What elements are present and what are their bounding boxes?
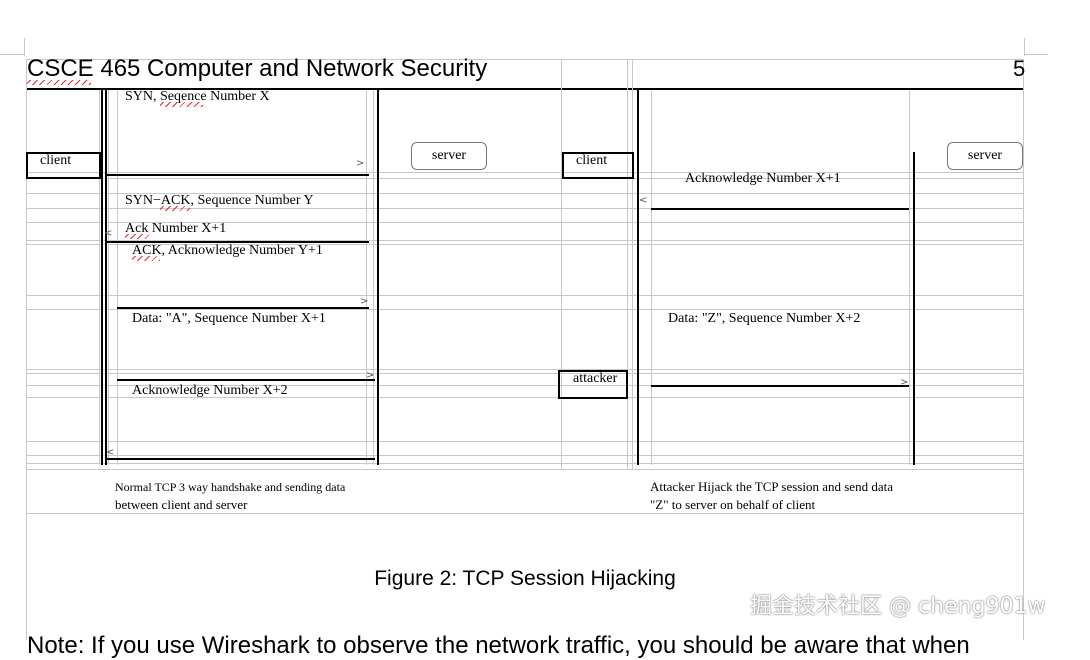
grid-h-3	[26, 193, 1024, 194]
page-corner-top-right	[1024, 54, 1048, 55]
spellcheck-underline-ack	[125, 234, 149, 239]
right-client-box: client	[562, 152, 634, 179]
grid-h-15	[26, 455, 1024, 456]
frame-mid-1	[561, 60, 562, 470]
right-server-box: server	[947, 142, 1023, 170]
header-rule	[26, 88, 1024, 90]
frame-left-lane-2	[108, 90, 109, 465]
arrowhead-left-icon: <	[104, 228, 113, 239]
right-msg-data-z-arrow	[651, 385, 909, 387]
header-top-line	[26, 59, 1024, 60]
msg-data-a-arrow	[117, 379, 375, 381]
left-server-box: server	[411, 142, 487, 170]
grid-h-4	[26, 208, 1024, 209]
page-corner-top-left	[0, 54, 24, 55]
attacker-box: attacker	[558, 370, 628, 399]
frame-left-lane-4	[366, 90, 367, 465]
right-server-lifeline	[913, 152, 915, 465]
arrowhead-right-icon: >	[366, 370, 375, 381]
msg-synack-arrow	[107, 241, 369, 243]
caption-box-top	[26, 469, 1024, 470]
frame-left	[26, 60, 27, 640]
page-corner-top-right-v	[1024, 38, 1025, 56]
grid-h-2	[26, 178, 1024, 179]
frame-right-lane-1	[651, 90, 652, 465]
left-client-box: client	[26, 152, 101, 179]
msg-ack-x2-label: Acknowledge Number X+2	[132, 383, 288, 398]
left-caption-line2: between client and server	[115, 497, 248, 512]
frame-mid-2	[627, 60, 628, 470]
spellcheck-underline-synack	[160, 206, 190, 211]
right-client-lifeline	[637, 90, 639, 465]
msg-data-a-label: Data: "A", Sequence Number X+1	[132, 311, 326, 326]
arrowhead-right-icon: >	[356, 158, 365, 169]
msg-syn-arrow	[107, 174, 369, 176]
grid-h-12	[26, 385, 1024, 386]
grid-h-10	[26, 369, 1024, 370]
msg-ack-arrow	[117, 307, 369, 309]
left-caption-line1: Normal TCP 3 way handshake and sending d…	[115, 480, 346, 494]
frame-left-lane-1	[99, 90, 100, 465]
figure-caption: Figure 2: TCP Session Hijacking	[374, 567, 676, 590]
arrowhead-right-icon: >	[900, 377, 909, 388]
right-msg-ack-arrow	[651, 208, 909, 210]
left-server-lifeline	[377, 90, 379, 465]
msg-syn-label: SYN, Seqence Number X	[125, 89, 270, 104]
msg-ack-x2-arrow	[107, 458, 375, 460]
grid-h-11	[26, 373, 1024, 374]
left-client-lifeline	[101, 90, 103, 465]
watermark: 掘金技术社区 @ cheng901w	[750, 594, 1046, 619]
right-msg-ack-label: Acknowledge Number X+1	[685, 171, 841, 186]
page-corner-top-left-v	[24, 38, 25, 56]
grid-h-9	[26, 309, 1024, 310]
grid-h-7	[26, 244, 1024, 245]
grid-h-5	[26, 222, 1024, 223]
left-client-lifeline-inner	[105, 90, 107, 465]
frame-left-lane-5	[373, 90, 374, 465]
frame-mid-3	[632, 60, 633, 470]
arrowhead-left-icon: <	[106, 447, 115, 458]
spellcheck-underline-ack2	[132, 256, 160, 261]
right-caption-line2: "Z" to server on behalf of client	[650, 497, 816, 512]
frame-right	[1023, 60, 1024, 640]
grid-h-14	[26, 441, 1024, 442]
msg-ack-label: ACK, Acknowledge Number Y+1	[132, 243, 323, 258]
frame-left-lane-3	[117, 90, 118, 465]
frame-right-lane-2	[909, 90, 910, 465]
spellcheck-underline	[27, 80, 91, 85]
msg-synack-label: SYN−ACK, Sequence Number Y	[125, 193, 314, 208]
msg-ack-number-label: Ack Number X+1	[125, 221, 227, 236]
grid-h-1	[26, 172, 1024, 173]
arrowhead-left-icon: <	[639, 195, 648, 206]
document-header-title: CSCE 465 Computer and Network Security	[27, 55, 488, 82]
grid-h-6	[26, 240, 1024, 241]
right-msg-data-z-label: Data: "Z", Sequence Number X+2	[668, 311, 861, 326]
spellcheck-underline-seqence	[160, 102, 203, 107]
grid-h-16	[26, 463, 1024, 464]
body-text-note: Note: If you use Wireshark to observe th…	[27, 632, 970, 659]
page-number: 5	[1013, 56, 1026, 81]
grid-h-8	[26, 295, 1024, 296]
caption-box-bottom	[26, 513, 1024, 514]
arrowhead-right-icon: >	[360, 296, 369, 307]
right-caption-line1: Attacker Hijack the TCP session and send…	[650, 479, 893, 494]
grid-h-13	[26, 397, 1024, 398]
